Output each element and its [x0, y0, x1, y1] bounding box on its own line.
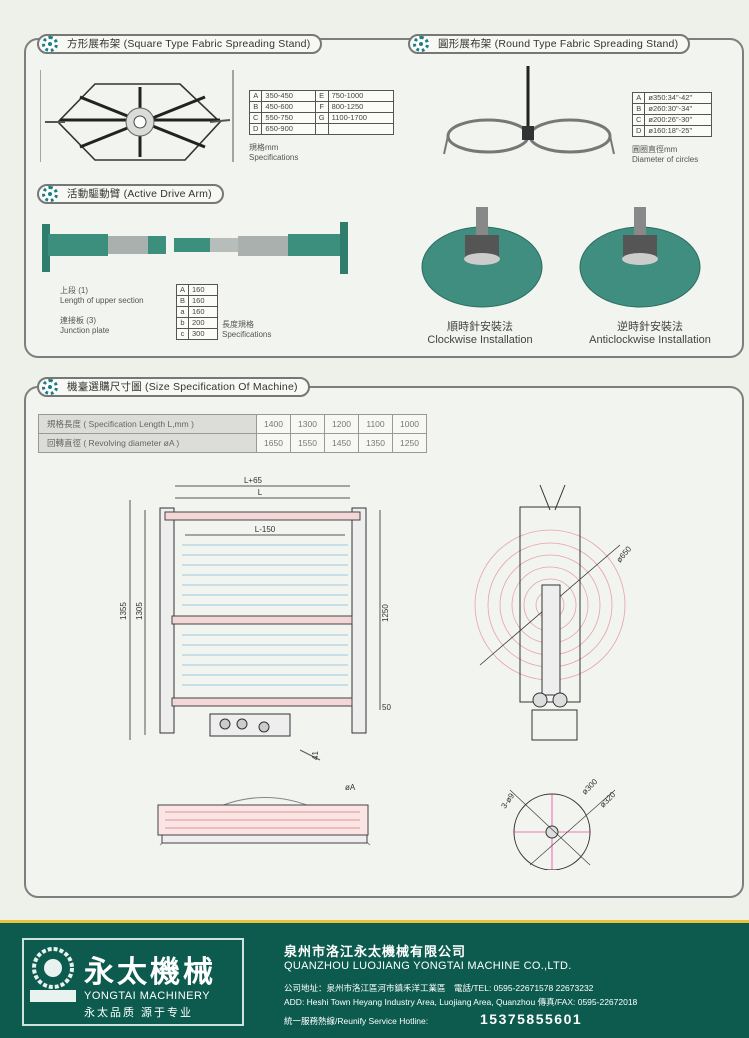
dim-1355: 1355	[120, 602, 128, 620]
anticlockwise-install-image	[579, 207, 701, 308]
dim-phia: øA	[345, 783, 356, 792]
dim-50: 50	[382, 703, 391, 712]
junction-plate-label: 連接板 (3)Junction plate	[60, 316, 110, 335]
machine-side-view: ø650	[474, 484, 634, 741]
address-cn: 公司地址：泉州市洛江區河市鎮禾洋工業區 電話/TEL: 0595-2267157…	[284, 983, 594, 993]
gear-icon	[42, 36, 58, 52]
yongtai-logo-icon	[30, 947, 76, 1002]
company-en: QUANZHOU LUOJIANG YONGTAI MACHINE CO.,LT…	[284, 960, 572, 972]
machine-front-view: L+65 L L-150 1355 1305 1250 50 41	[120, 476, 391, 761]
dim-l: L	[258, 488, 263, 497]
round-stand-title: 圓形展布架 (Round Type Fabric Spreading Stand…	[408, 34, 691, 54]
gear-icon	[42, 186, 58, 202]
square-stand-image	[40, 70, 234, 162]
upper-section-label: 上段 (1)Length of upper section	[60, 286, 144, 305]
machine-panel	[24, 386, 744, 898]
dim-1305: 1305	[135, 602, 144, 620]
footer-accent-line	[0, 920, 749, 923]
square-stand-title: 方形展布架 (Square Type Fabric Spreading Stan…	[37, 34, 323, 54]
brand-cn: 永太機械	[84, 956, 216, 989]
hotline-label: 統一服務熱線/Reunify Service Hotline:	[284, 1016, 429, 1026]
dim-41: 41	[311, 751, 320, 760]
dim-320: ø320	[598, 790, 618, 810]
gear-icon	[42, 379, 58, 395]
machine-size-title: 機臺選購尺寸圖 (Size Specification Of Machine)	[37, 377, 310, 397]
address-en: ADD: Heshi Town Heyang Industry Area, Lu…	[284, 997, 638, 1007]
dim-1250: 1250	[381, 604, 390, 622]
clockwise-install-image	[421, 207, 543, 308]
machine-top-view: øA	[157, 783, 371, 846]
hotline-number: 15375855601	[480, 1011, 583, 1027]
dim-300: ø300	[580, 777, 600, 797]
drive-arm-image	[42, 222, 348, 274]
company-cn: 泉州市洛江永太機械有限公司	[284, 944, 467, 959]
round-stand-image	[443, 66, 615, 155]
slogan: 永太品质 源于专业	[84, 1007, 194, 1019]
gear-icon	[413, 36, 429, 52]
dim-l65: L+65	[244, 476, 263, 485]
logo-box	[22, 938, 244, 1026]
logo-tag: YONG TAI	[35, 1003, 71, 1012]
machine-circle-view: 3-ø9 ø300 ø320	[500, 777, 618, 870]
dim-l150: L-150	[255, 525, 276, 534]
drive-arm-title: 活動驅動臂 (Active Drive Arm)	[37, 184, 224, 204]
brand-en: YONGTAI MACHINERY	[84, 990, 211, 1002]
